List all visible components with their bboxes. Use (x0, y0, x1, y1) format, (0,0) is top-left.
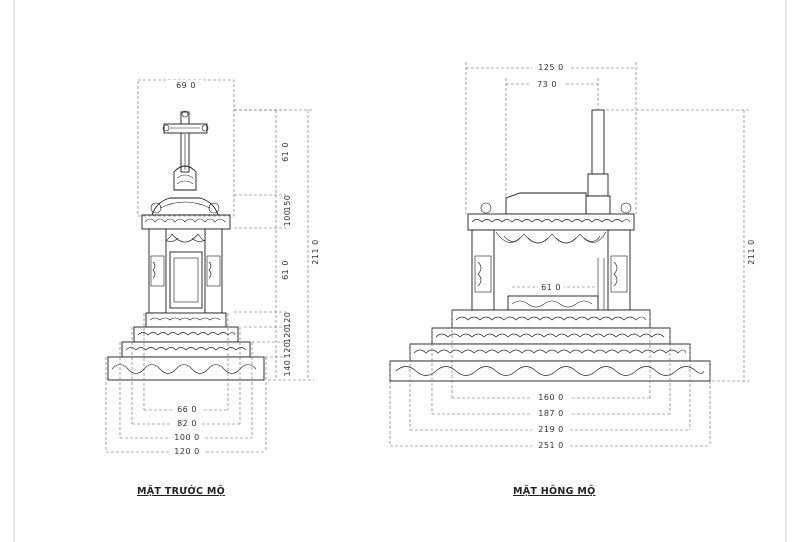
front-elevation (107, 110, 265, 381)
dim-front-pediment-b: 150 (283, 195, 292, 212)
side-view-caption: MẶT HÔNG MỘ (513, 486, 596, 497)
dim-front-cross-height: 61 0 (281, 142, 290, 162)
dim-front-step-2: 120 (283, 342, 292, 359)
dim-side-inner-width: 61 0 (541, 283, 561, 292)
dim-side-base-4: 251 0 (538, 441, 563, 450)
dim-side-total-height: 211 0 (747, 239, 756, 264)
dim-side-base-1: 160 0 (538, 393, 563, 402)
side-elevation (389, 109, 711, 382)
cross-icon (162, 110, 209, 173)
dim-front-base-2: 82 0 (177, 419, 197, 428)
dim-front-base-3: 100 0 (174, 433, 199, 442)
front-view-caption: MẶT TRƯỚC MỘ (137, 486, 226, 497)
dim-front-base-1: 66 0 (177, 405, 197, 414)
dim-side-roof-width: 73 0 (537, 80, 557, 89)
side-dimensions: 125 0 73 0 211 0 61 0 160 0 187 0 219 0 … (389, 62, 756, 450)
dim-label-box (168, 80, 204, 91)
dim-front-total-height: 211 0 (311, 239, 320, 264)
dim-front-step-4: 120 (283, 312, 292, 329)
dim-front-base-4: 120 0 (174, 447, 199, 456)
dim-side-base-2: 187 0 (538, 409, 563, 418)
dim-front-step-3: 120 (283, 327, 292, 344)
dim-front-step-1: 140 (283, 360, 292, 377)
dim-side-base-3: 219 0 (538, 425, 563, 434)
dim-front-top-width: 69 0 (176, 81, 196, 90)
dim-front-body-height: 61 0 (281, 260, 290, 280)
dim-front-pediment-a: 100 (283, 210, 292, 227)
front-dimensions: 69 0 61 0 100 150 61 0 120 120 120 140 2… (105, 79, 320, 456)
dim-side-overall-width: 125 0 (538, 63, 563, 72)
